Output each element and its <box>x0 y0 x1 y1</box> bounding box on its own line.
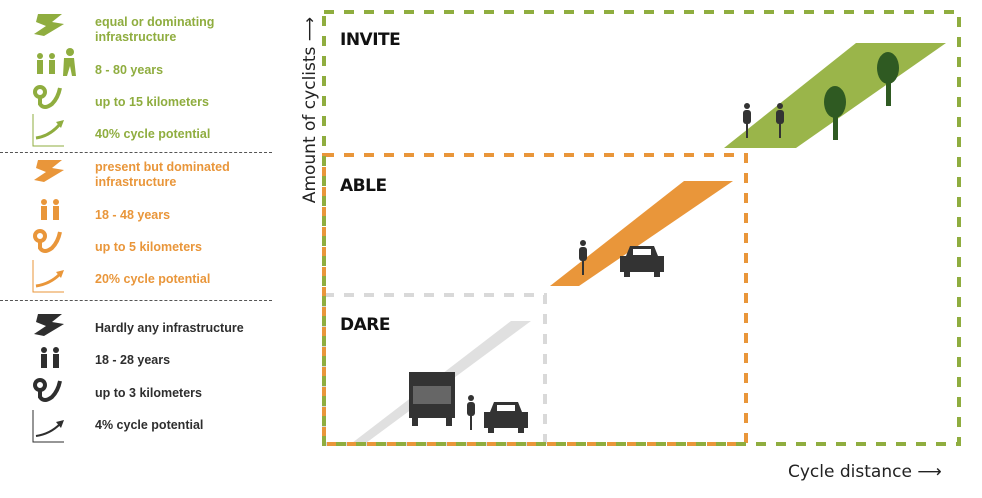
legend-divider <box>0 300 272 301</box>
road-icon <box>34 160 64 182</box>
legend-age: 18 - 48 years <box>95 208 171 222</box>
zone-label-invite: INVITE <box>340 30 401 50</box>
zone-label-dare: DARE <box>340 315 390 335</box>
legend-divider <box>0 152 272 153</box>
invite-zone-border <box>322 10 961 446</box>
road-icon <box>34 314 64 336</box>
cyclist-icon <box>579 240 587 275</box>
legend-potential: 40% cycle potential <box>95 127 211 141</box>
cyclist-icon <box>467 395 475 430</box>
x-axis-text: Cycle distance <box>788 462 912 482</box>
car-icon <box>620 246 664 277</box>
cyclist-icon <box>743 103 751 138</box>
legend-distance: up to 15 kilometers <box>95 95 209 109</box>
legend-distance: up to 3 kilometers <box>95 386 202 400</box>
legend-age: 8 - 80 years <box>95 63 164 77</box>
people-icon <box>41 199 59 220</box>
legend-age: 18 - 28 years <box>95 353 171 367</box>
tree-icon <box>877 52 899 106</box>
tree-icon <box>824 86 846 140</box>
car-icon <box>484 402 528 433</box>
y-axis-label: Amount of cyclists ⟶ <box>300 10 320 210</box>
legend-potential: 20% cycle potential <box>95 272 211 286</box>
legend-infrastructure: Hardly any infrastructure <box>95 321 244 335</box>
growth-chart-icon <box>32 410 64 443</box>
legend-infrastructure: equal or dominating infrastructure <box>95 15 215 44</box>
y-axis-text: Amount of cyclists <box>300 46 320 204</box>
arrow-up-icon: ⟶ <box>300 16 320 42</box>
able-path <box>550 181 733 286</box>
people-icon <box>37 48 76 76</box>
able-zone-border <box>322 153 748 446</box>
road-icon <box>34 14 64 36</box>
route-pin-icon <box>33 378 62 402</box>
zone-label-able: ABLE <box>340 176 387 196</box>
cyclist-icon <box>776 103 784 138</box>
growth-chart-icon <box>32 114 64 147</box>
people-icon <box>41 347 59 368</box>
truck-icon <box>409 372 455 426</box>
x-axis-label: Cycle distance ⟶ <box>788 462 942 482</box>
growth-chart-icon <box>32 260 64 293</box>
route-pin-icon <box>33 229 62 253</box>
legend-distance: up to 5 kilometers <box>95 240 202 254</box>
legend-infrastructure: present but dominated infrastructure <box>95 160 230 189</box>
arrow-right-icon: ⟶ <box>917 462 942 482</box>
route-pin-icon <box>33 85 62 109</box>
legend-potential: 4% cycle potential <box>95 418 204 432</box>
